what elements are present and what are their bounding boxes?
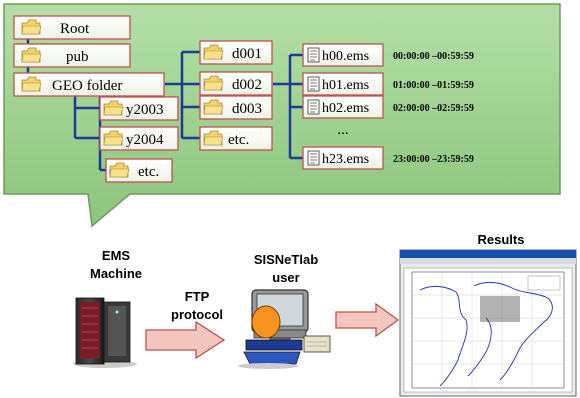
user-at-computer-icon (238, 289, 331, 369)
folder-year-label: etc. (138, 164, 159, 180)
ftp-caption-line1: FTP (185, 289, 210, 304)
time-range: 01:00:00 –01:59:59 (393, 80, 474, 91)
user-caption-line1: SISNeTlab (254, 252, 318, 267)
folder-year-label: y2003 (126, 102, 164, 118)
folder-pub-label: pub (66, 49, 89, 65)
tree-lines (26, 38, 303, 172)
world-map-outline (419, 281, 553, 387)
folder-year-2[interactable]: etc. (105, 158, 173, 183)
folder-year-0[interactable]: y2003 (99, 96, 179, 121)
time-range: 00:00:00 –00:59:59 (393, 51, 474, 62)
time-range: 23:00:00 –23:59:59 (393, 154, 474, 165)
arrow-right-icon (145, 320, 226, 360)
results-caption: Results (478, 232, 525, 247)
arrow-right-icon (335, 302, 400, 338)
file-label: h01.ems (322, 78, 369, 93)
folder-root-label: Root (60, 21, 90, 37)
folder-day-2[interactable]: d003 (199, 95, 273, 120)
folder-geo-label: GEO folder (52, 78, 122, 94)
folder-day-0[interactable]: d001 (199, 40, 273, 65)
document-icon (307, 150, 320, 166)
folder-year-label: y2004 (126, 132, 164, 148)
ems-caption-line1: EMS (102, 248, 131, 263)
ems-caption-line2: Machine (90, 266, 142, 281)
folder-year-1[interactable]: y2004 (99, 126, 179, 151)
file-label: h23.ems (322, 152, 369, 167)
file-3[interactable]: h23.ems (302, 146, 384, 170)
plot-legend (527, 275, 561, 291)
folder-day-label: etc. (228, 132, 249, 148)
user-caption-line2: user (272, 270, 299, 285)
folder-day-label: d003 (232, 101, 262, 117)
file-label: h02.ems (322, 101, 369, 116)
file-label: h00.ems (322, 49, 369, 64)
document-icon (307, 76, 320, 92)
file-1[interactable]: h01.ems (302, 72, 384, 96)
folder-day-label: d001 (232, 46, 262, 62)
folder-day-1[interactable]: d002 (199, 71, 273, 96)
coverage-region (480, 296, 520, 322)
time-range: 02:00:00 –02:59:59 (393, 103, 474, 114)
folder-day-label: d002 (232, 77, 262, 93)
folder-pub[interactable]: pub (13, 43, 131, 68)
document-icon (307, 99, 320, 115)
ftp-caption-line2: protocol (171, 307, 223, 322)
file-0[interactable]: h00.ems (302, 43, 384, 67)
file-ellipsis: ... (337, 122, 348, 138)
server-icon (73, 297, 137, 368)
file-2[interactable]: h02.ems (302, 95, 384, 119)
folder-root[interactable]: Root (13, 15, 131, 40)
document-icon (307, 47, 320, 63)
folder-geo[interactable]: GEO folder (13, 72, 165, 97)
folder-day-3[interactable]: etc. (199, 126, 273, 151)
results-thumbnail[interactable] (399, 249, 577, 397)
